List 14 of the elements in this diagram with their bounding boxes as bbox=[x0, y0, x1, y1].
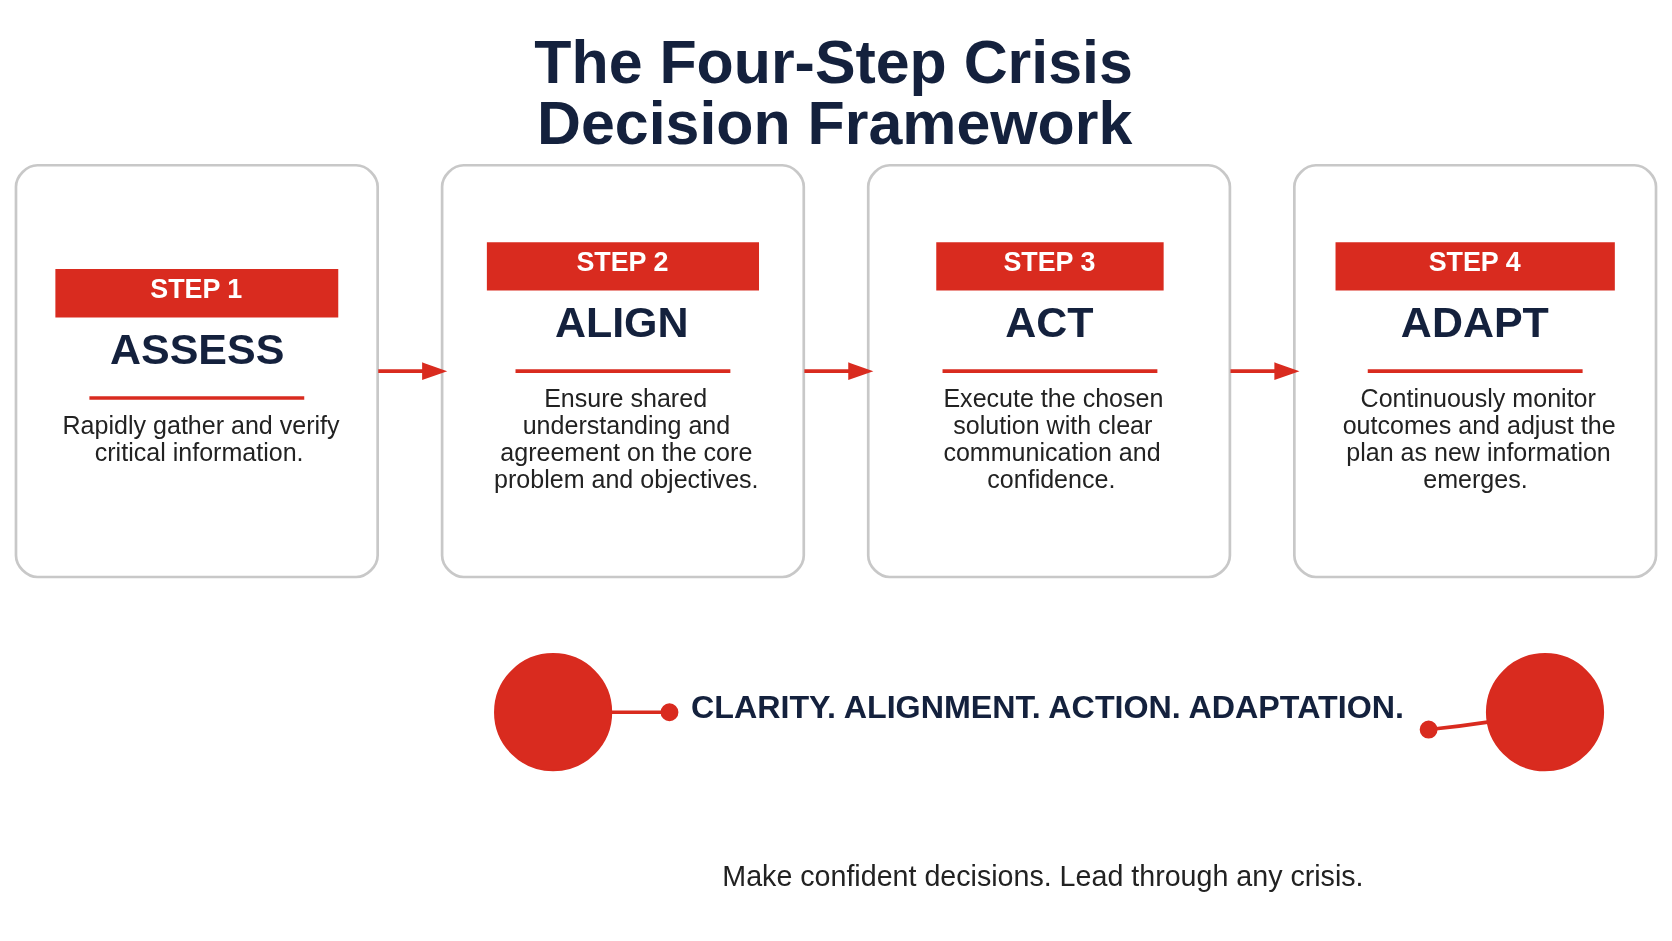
node-box: STEP 2 ALIGN Ensure shared understanding and agreement on the core problem and objectives. bbox=[440, 163, 806, 579]
arrow bbox=[378, 362, 448, 380]
node-text: CLARITY. ALIGNMENT. ACTION. ADAPTATION. bbox=[690, 689, 1404, 726]
label: Make confident decisions. Lead through any crisis. bbox=[722, 860, 1364, 893]
node-circle bbox=[1485, 653, 1605, 772]
node-box: STEP 4 ADAPT Continuously monitor outcomes and adjust the plan as new information emerges. bbox=[1293, 163, 1658, 579]
connector bbox=[611, 703, 679, 722]
node-box: STEP 1 ASSESS Rapidly gather and verify critical information. bbox=[14, 163, 379, 579]
node-box: STEP 3 ACT Execute the chosen solution with clear communication and confidence. bbox=[866, 163, 1232, 579]
arrow bbox=[804, 362, 874, 380]
arrow bbox=[1230, 362, 1300, 380]
connector bbox=[1419, 720, 1488, 739]
diagram-title: The Four-Step Crisis Decision Framework bbox=[534, 28, 1133, 158]
node-circle bbox=[494, 653, 613, 772]
